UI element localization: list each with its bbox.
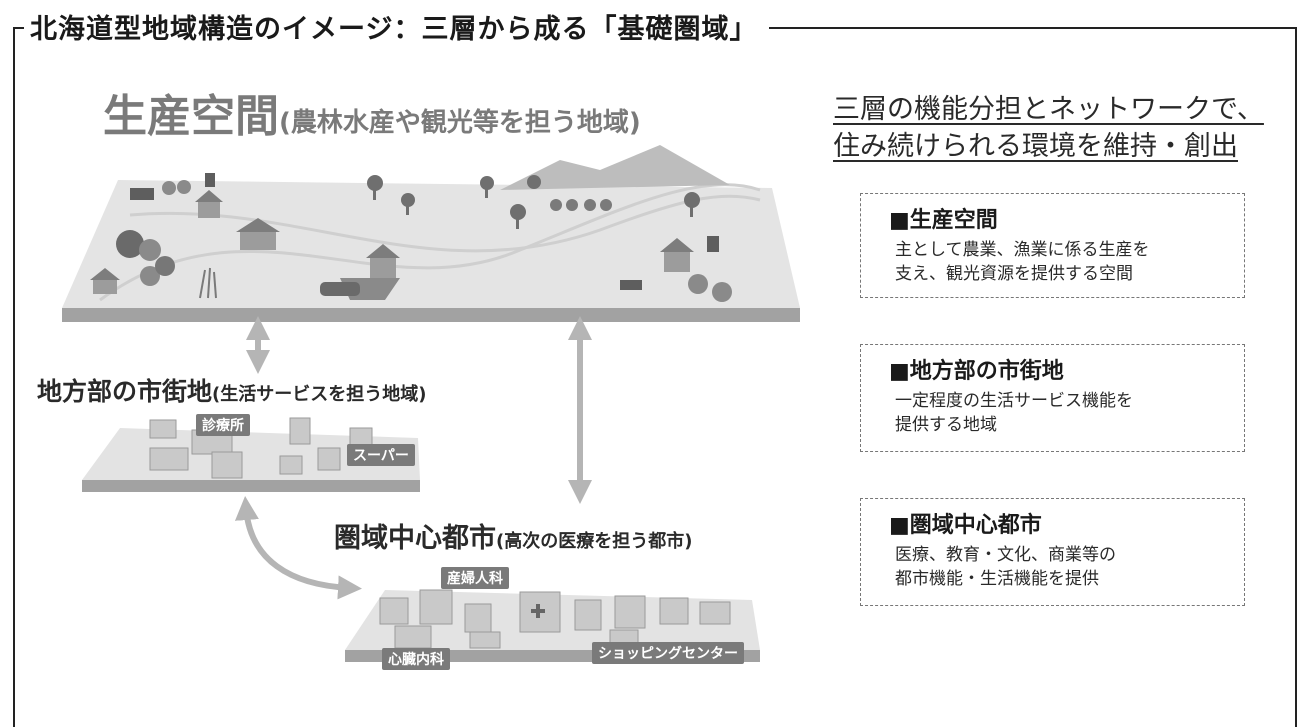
farm-machinery-icon	[116, 230, 175, 276]
production-desc-line2: 支え、観光資源を提供する空間	[895, 264, 1133, 284]
fishing-boat-icon	[320, 278, 400, 300]
core-city-title: 圏域中心都市(高次の医療を担う都市)	[334, 516, 692, 555]
core-city-platform	[345, 589, 760, 662]
production-space-title: 生産空間(農林水産や観光等を担う地域)	[103, 80, 641, 144]
production-desc-line1: 主として農業、漁業に係る生産を	[895, 240, 1150, 260]
core-city-desc-line1: 医療、教育・文化、商業等の	[895, 545, 1116, 565]
production-desc-box: ■生産空間 主として農業、漁業に係る生産を 支え、観光資源を提供する空間	[860, 193, 1245, 298]
production-title-sub: (農林水産や観光等を担う地域)	[279, 108, 641, 138]
core-city-title-sub: (高次の医療を担う都市)	[496, 531, 693, 552]
core-city-desc-heading: ■圏域中心都市	[889, 513, 1042, 538]
production-desc-heading: ■生産空間	[889, 208, 998, 233]
local-town-title-main: 地方部の市街地	[37, 377, 213, 406]
clinic-label: 診療所	[196, 414, 250, 436]
core-city-desc-line2: 都市機能・生活機能を提供	[895, 569, 1099, 589]
hospital-cross-icon	[531, 604, 545, 618]
cyclists-icon	[550, 199, 612, 211]
hay-bale-icon	[140, 180, 732, 302]
local-town-title: 地方部の市街地(生活サービスを担う地域)	[37, 372, 426, 408]
frame-title: 北海道型地域構造のイメージ：三層から成る「基礎圏域」	[24, 7, 770, 46]
connection-arrows	[234, 316, 592, 600]
local-town-desc-box: ■地方部の市街地 一定程度の生活サービス機能を 提供する地域	[860, 344, 1245, 452]
local-town-title-sub: (生活サービスを担う地域)	[212, 384, 427, 405]
core-city-title-main: 圏域中心都市	[334, 523, 496, 554]
supermarket-label: スーパー	[347, 444, 415, 466]
tagline-line1: 三層の機能分担とネットワークで、	[833, 94, 1264, 125]
arrow-town-city	[234, 496, 362, 600]
local-town-desc-line2: 提供する地域	[895, 415, 997, 435]
core-city-desc-box: ■圏域中心都市 医療、教育・文化、商業等の 都市機能・生活機能を提供	[860, 498, 1245, 606]
crop-icon	[199, 267, 217, 299]
tree-icon	[367, 175, 700, 229]
production-title-main: 生産空間	[103, 91, 279, 142]
house-icon	[90, 190, 694, 294]
obstetrics-label: 産婦人科	[441, 567, 509, 589]
tagline-line2: 住み続けられる環境を維持・創出	[833, 131, 1238, 162]
local-town-desc-line1: 一定程度の生活サービス機能を	[895, 391, 1133, 411]
livestock-icon	[130, 173, 719, 290]
production-platform	[62, 145, 800, 322]
cardiology-label: 心臓内科	[382, 648, 450, 670]
local-town-platform	[82, 417, 420, 492]
local-town-desc-heading: ■地方部の市街地	[889, 359, 1064, 384]
shopping-center-label: ショッピングセンター	[592, 642, 744, 664]
